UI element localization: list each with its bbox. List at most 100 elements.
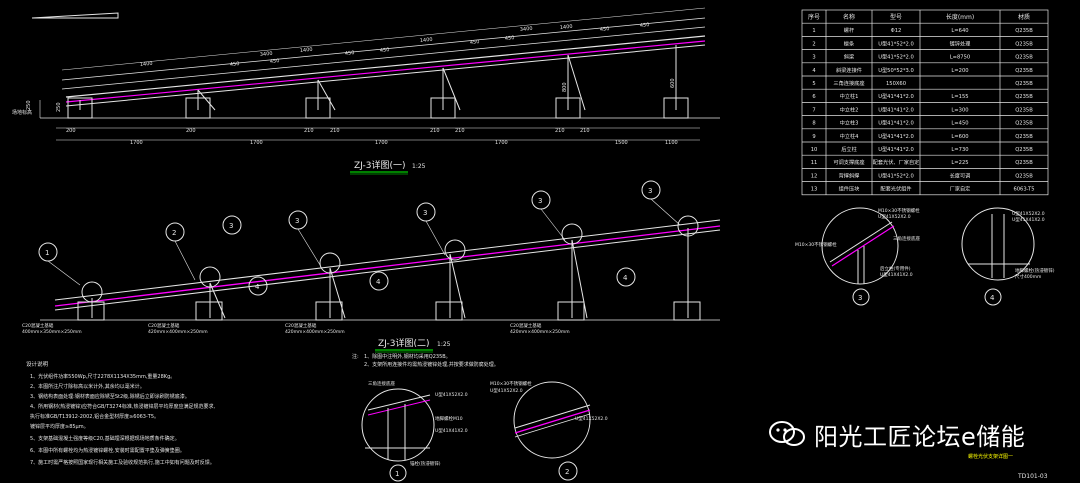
table-cell: Q235B bbox=[1015, 173, 1033, 179]
detail-label: U型41X52X2.0 bbox=[878, 213, 911, 220]
table-cell: L=640 bbox=[951, 28, 968, 34]
callout-number: 3 bbox=[423, 209, 427, 217]
dim-text: 210 bbox=[430, 128, 440, 134]
table-header-cell: 长度(mm) bbox=[946, 13, 974, 21]
dim-text: 450 bbox=[470, 39, 480, 46]
detail-1 bbox=[361, 388, 435, 482]
table-cell: 厂家自定 bbox=[950, 185, 971, 193]
table-cell: 三角连接底座 bbox=[833, 79, 864, 87]
table-cell: Q235B bbox=[1015, 134, 1033, 140]
detail-4-text: 4 U型41X52X2.0 U型41X41X2.0 地脚螺栓(热浸镀锌) 尺寸4… bbox=[990, 210, 1055, 302]
detail-label: M10×30不锈钢螺栓 bbox=[795, 241, 837, 248]
callout-number: 3 bbox=[648, 187, 652, 195]
dim-text: 450 bbox=[600, 26, 610, 33]
detail-label: U型41X41X2.0 bbox=[1012, 216, 1045, 223]
table-cell: Q235B bbox=[1015, 28, 1033, 34]
detail-label: 地脚螺栓(热浸镀锌) bbox=[1015, 267, 1055, 274]
detail-label: M10×30不锈钢螺栓 bbox=[490, 380, 532, 387]
table-cell: U型41*52*2.0 bbox=[878, 53, 914, 61]
table-cell: Q235B bbox=[1015, 41, 1033, 47]
lower-elevation bbox=[38, 180, 721, 321]
dim-text: 250 bbox=[26, 100, 32, 110]
upper-elevation bbox=[31, 7, 720, 141]
table-cell: Q235B bbox=[1015, 68, 1033, 74]
foundation-label: C20混凝土基础 bbox=[148, 322, 180, 329]
dim-text: 1700 bbox=[375, 140, 388, 146]
note-head: 注: bbox=[352, 353, 359, 360]
design-note: 6、本图中所有螺栓均为热浸镀锌螺栓,安装时需配置平垫及弹簧垫圈。 bbox=[30, 447, 185, 454]
table-cell: U型41*41*2.0 bbox=[878, 119, 914, 127]
dim-text: 210 bbox=[304, 128, 314, 134]
table-cell: 檩条 bbox=[844, 39, 854, 47]
title-upper-text: ZJ-3详图(一) bbox=[354, 159, 406, 171]
ground-label: 场地标高 bbox=[12, 109, 32, 116]
detail-label: 尺寸400mm bbox=[1015, 273, 1041, 280]
design-note: 1、光伏组件功率550Wp,尺寸2278X1134X35mm,重量28Kg。 bbox=[30, 373, 175, 380]
table-cell: U型50*52*3.0 bbox=[878, 66, 914, 74]
foundation-label: C20混凝土基础 bbox=[22, 322, 54, 329]
table-cell: 9 bbox=[812, 134, 815, 140]
table-cell: 组件压块 bbox=[839, 185, 861, 193]
foundation-size: 400mm×350mm×250mm bbox=[22, 329, 82, 335]
table-cell: U型41*41*2.0 bbox=[878, 132, 914, 140]
table-cell: Q235B bbox=[1015, 160, 1033, 166]
table-cell: 8 bbox=[812, 121, 815, 127]
table-cell: 长度可调 bbox=[950, 171, 971, 179]
title-lower-text: ZJ-3详图(二) bbox=[378, 337, 430, 349]
table-header-cell: 序号 bbox=[808, 13, 820, 21]
table-header-cell: 材质 bbox=[1018, 13, 1030, 21]
dim-text: 450 bbox=[640, 22, 650, 29]
foundation-label: C20混凝土基础 bbox=[510, 322, 542, 329]
design-note: 3、钢结构表面处理:钢材表面应除锈至St2级,除锈后立即涂刷防锈底漆。 bbox=[30, 393, 190, 400]
dim-text: 1400 bbox=[560, 24, 573, 31]
table-cell: L=600 bbox=[951, 134, 968, 140]
table-cell: Q235B bbox=[1015, 107, 1033, 113]
table-cell: Q235B bbox=[1015, 121, 1033, 127]
detail-number: 1 bbox=[395, 470, 399, 478]
design-notes: 设计说明 1、光伏组件功率550Wp,尺寸2278X1134X35mm,重量28… bbox=[26, 360, 215, 466]
table-cell: 150X60 bbox=[886, 81, 906, 87]
table-cell: L=225 bbox=[951, 160, 968, 166]
dim-text: 600 bbox=[670, 78, 676, 88]
table-cell: 1 bbox=[812, 28, 815, 34]
callout-number: 1 bbox=[45, 249, 49, 257]
detail-label: U型41X52X2.0 bbox=[490, 387, 523, 394]
dim-text: 210 bbox=[555, 128, 565, 134]
dim-text: 1700 bbox=[250, 140, 263, 146]
design-note: 5、支架基础混凝土强度等级C20,基础埋深根据现场地质条件确定。 bbox=[30, 435, 180, 442]
dim-text: 210 bbox=[580, 128, 590, 134]
dim-text: 450 bbox=[230, 61, 240, 68]
foundation-size: 420mm×400mm×250mm bbox=[285, 329, 345, 335]
detail-1-text: 1 三角连接底座 U型41X52X2.0 地脚螺栓M10 锚栓(热浸镀锌) U型… bbox=[368, 380, 468, 478]
callout-number: 2 bbox=[172, 229, 176, 237]
foundation-size: 420mm×400mm×250mm bbox=[510, 329, 570, 335]
callout-number: 4 bbox=[376, 278, 381, 286]
watermark: 阳光工匠论坛e储能 bbox=[768, 414, 1025, 454]
table-cell: 5 bbox=[812, 81, 815, 87]
detail-3-text: 3 M10×30不锈钢螺栓 U型41X52X2.0 三角连接底座 M10×30不… bbox=[795, 207, 920, 302]
dim-text: 1400 bbox=[420, 37, 433, 44]
design-note: 7、施工时需严格按照国家现行相关施工及验收规范执行,施工中如有问题及时反馈。 bbox=[30, 459, 215, 466]
table-cell: 可调支撑底座 bbox=[833, 158, 864, 166]
dim-text: 3400 bbox=[520, 26, 533, 33]
table-cell: Q235B bbox=[1015, 147, 1033, 153]
design-note: 执行标准GB/T13912-2002,铝合金型材厚度≥6063-T5。 bbox=[30, 413, 159, 420]
table-cell: 11 bbox=[811, 160, 818, 166]
table-cell: Φ12 bbox=[891, 28, 902, 34]
table-cell: L=200 bbox=[951, 68, 968, 74]
detail-label: U型41X52X2.0 bbox=[435, 391, 468, 398]
table-cell: U型41*52*2.0 bbox=[878, 171, 914, 179]
table-cell: Q235B bbox=[1015, 94, 1033, 100]
foundation-size: 420mm×400mm×250mm bbox=[148, 329, 208, 335]
title-lower-scale: 1:25 bbox=[437, 341, 451, 348]
detail-label: U型41X41X2.0 bbox=[435, 427, 468, 434]
table-cell: U型41*41*2.0 bbox=[878, 92, 914, 100]
mid-notes: 注: 1、除图中注明外,钢材均采用Q235B。 2、支架所用连接件均需热浸镀锌处… bbox=[352, 353, 499, 368]
design-note: 4、所用钢材(热浸镀锌)应符合GB/T3274标准,热浸镀锌层平均厚度应满足规范… bbox=[30, 403, 215, 410]
detail-label: 地脚螺栓M10 bbox=[435, 415, 463, 422]
table-cell: 13 bbox=[811, 187, 818, 193]
table-header-cell: 型号 bbox=[890, 13, 902, 21]
detail-number: 2 bbox=[565, 468, 569, 476]
detail-label: 锚栓(热浸镀锌) bbox=[410, 460, 441, 467]
